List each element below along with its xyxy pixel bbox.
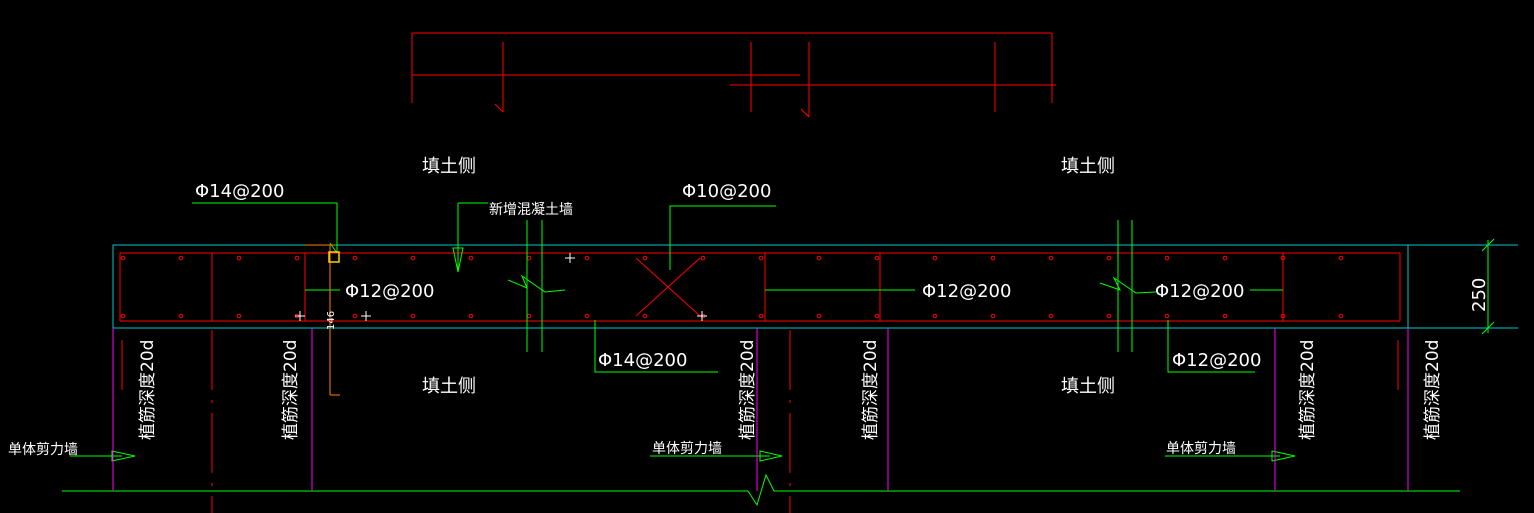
- break-lines: [507, 220, 1157, 352]
- rebar-dot: [236, 255, 242, 261]
- label-rebar-phi14-top: Φ14@200: [195, 181, 284, 202]
- rebar-dot: [1048, 313, 1054, 319]
- label-rebar-phi14-bottom: Φ14@200: [598, 350, 687, 371]
- leader-lines: [62, 202, 1460, 507]
- rebar-dot: [352, 313, 358, 319]
- label-anchor-depth-1: 植筋深度20d: [138, 340, 158, 440]
- red-grid-lines: [211, 330, 791, 513]
- rebar-dot: [584, 313, 590, 319]
- rebar-dot: [1106, 313, 1112, 319]
- rebar-dot: [642, 313, 648, 319]
- rebar-dot: [758, 255, 764, 261]
- rebar-dot: [526, 255, 532, 261]
- rebar-dot: [932, 255, 938, 261]
- rebar-dot: [1222, 313, 1228, 319]
- label-fill-side-bottom-right: 填土侧: [1061, 376, 1115, 397]
- rebar-dot: [1106, 255, 1112, 261]
- label-anchor-depth-3: 植筋深度20d: [738, 340, 758, 440]
- rebar-dot: [1280, 255, 1286, 261]
- rebar-dot: [1164, 255, 1170, 261]
- label-anchor-depth-6: 植筋深度20d: [1423, 340, 1443, 440]
- rebar-dot: [410, 255, 416, 261]
- rebar-dot: [526, 313, 532, 319]
- rebar-dots: [120, 255, 1344, 319]
- rebar-dot: [932, 313, 938, 319]
- rebar-dot: [178, 255, 184, 261]
- rebar-dot: [816, 255, 822, 261]
- rebar-dot: [700, 255, 706, 261]
- label-rebar-phi12-left: Φ12@200: [345, 281, 434, 302]
- label-anchor-depth-4: 植筋深度20d: [861, 340, 881, 440]
- rebar-dot: [294, 255, 300, 261]
- selection-grip[interactable]: [328, 251, 340, 263]
- rebar-dot: [990, 313, 996, 319]
- rebar-dot: [874, 255, 880, 261]
- label-shear-wall-right: 单体剪力墙: [1166, 441, 1236, 457]
- label-new-wall: 新增混凝土墙: [489, 202, 573, 218]
- rebar-dot: [468, 313, 474, 319]
- rebar-dot: [1338, 255, 1344, 261]
- top-red-symbol: [411, 32, 1056, 118]
- label-rebar-phi10: Φ10@200: [682, 181, 771, 202]
- rebar-dot: [120, 313, 126, 319]
- rebar-dot: [990, 255, 996, 261]
- label-fill-side-top-right: 填土侧: [1061, 156, 1115, 177]
- rebar-dot: [410, 313, 416, 319]
- rebar-dot: [1164, 313, 1170, 319]
- rebar-dot: [468, 255, 474, 261]
- anchor-lines: [112, 328, 1409, 491]
- rebar-dot: [1048, 255, 1054, 261]
- rebar-dot: [178, 313, 184, 319]
- label-dim-small: 146: [326, 311, 337, 330]
- rebar-dot: [1338, 313, 1344, 319]
- rebar-lines: [119, 252, 1401, 322]
- red-ticks: [121, 340, 1399, 390]
- wall-outline: [112, 244, 1518, 329]
- label-rebar-phi12-bottom-right: Φ12@200: [1172, 350, 1261, 371]
- rebar-dot: [816, 313, 822, 319]
- small-dimension: [305, 244, 340, 396]
- rebar-dot: [1280, 313, 1286, 319]
- rebar-dot: [236, 313, 242, 319]
- label-dim-thickness: 250: [1469, 278, 1490, 312]
- label-shear-wall-left: 单体剪力墙: [8, 442, 78, 458]
- label-fill-side-top-left: 填土侧: [422, 156, 476, 177]
- rebar-dot: [874, 313, 880, 319]
- rebar-dot: [1222, 255, 1228, 261]
- label-fill-side-bottom-left: 填土侧: [422, 376, 476, 397]
- rebar-dot: [120, 255, 126, 261]
- rebar-dot: [584, 255, 590, 261]
- rebar-dot: [642, 255, 648, 261]
- label-anchor-depth-5: 植筋深度20d: [1298, 340, 1318, 440]
- label-shear-wall-mid: 单体剪力墙: [652, 441, 722, 457]
- label-anchor-depth-2: 植筋深度20d: [281, 340, 301, 440]
- rebar-dot: [758, 313, 764, 319]
- thickness-dimension: [1481, 238, 1495, 335]
- rebar-dot: [352, 255, 358, 261]
- label-rebar-phi12-right: Φ12@200: [1155, 281, 1244, 302]
- label-rebar-phi12-mid: Φ12@200: [922, 281, 1011, 302]
- white-crosses: [295, 253, 707, 321]
